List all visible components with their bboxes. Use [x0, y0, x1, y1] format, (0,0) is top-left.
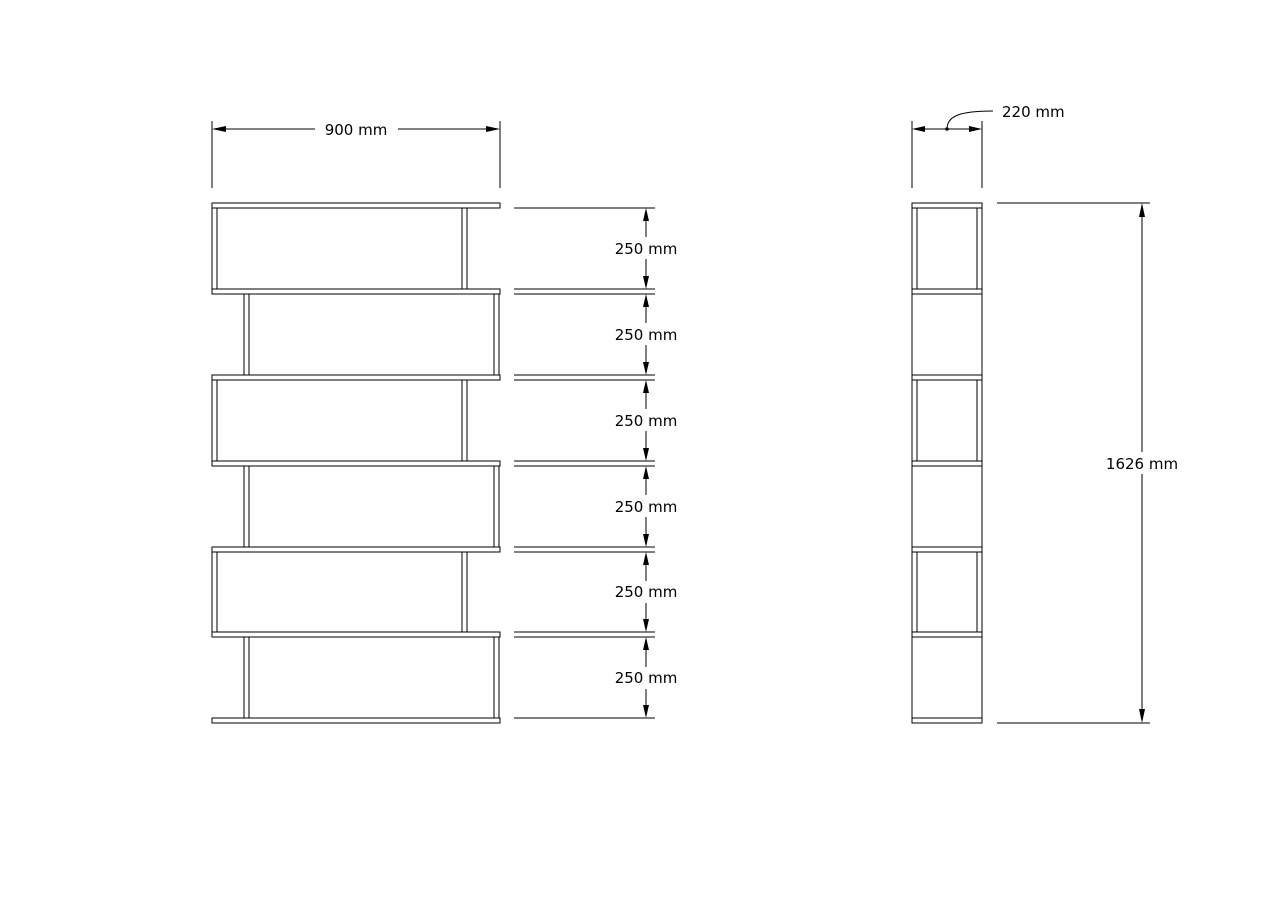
arrow-head	[643, 705, 649, 718]
arrow-head	[643, 534, 649, 547]
side-panel	[911, 379, 918, 462]
depth-leader-line	[946, 110, 994, 130]
side-shelf-board	[911, 631, 983, 638]
arrow-head	[1139, 709, 1145, 723]
spacing-label: 250 mm	[615, 498, 678, 516]
vertical-panel	[211, 207, 218, 290]
vertical-panel	[461, 207, 468, 290]
arrow-head	[643, 637, 649, 650]
depth-dimension: 220 mm	[911, 103, 1065, 188]
vertical-panel	[493, 465, 500, 548]
arrow-head	[643, 380, 649, 393]
side-panel	[911, 207, 918, 290]
arrow-head	[643, 294, 649, 307]
shelf-boards	[211, 202, 501, 724]
spacing-label: 250 mm	[615, 583, 678, 601]
arrow-head	[643, 552, 649, 565]
arrow-head	[1139, 203, 1145, 217]
side-panels	[911, 207, 983, 718]
spacing-label: 250 mm	[615, 669, 678, 687]
front-view: 900 mm	[211, 121, 678, 724]
side-panel	[976, 551, 983, 633]
arrow-head	[912, 126, 925, 132]
arrow-head	[643, 276, 649, 289]
shelf-board	[211, 374, 501, 381]
arrow-head	[643, 208, 649, 221]
arrow-head	[486, 126, 500, 132]
vertical-panel	[461, 379, 468, 462]
shelf-board	[211, 631, 501, 638]
side-shelf-board	[911, 546, 983, 553]
side-shelf-board	[911, 717, 983, 724]
side-shelf-board	[911, 202, 983, 209]
side-panel	[976, 379, 983, 462]
side-panel	[976, 207, 983, 290]
vertical-panel	[243, 293, 250, 376]
arrow-head	[643, 619, 649, 632]
vertical-panel	[243, 465, 250, 548]
side-panel	[911, 551, 918, 633]
side-shelf-board	[911, 374, 983, 381]
side-shelf-board	[911, 288, 983, 295]
height-label: 1626 mm	[1106, 455, 1178, 473]
vertical-panel	[493, 293, 500, 376]
shelf-board	[211, 717, 501, 724]
vertical-panel	[211, 379, 218, 462]
width-dimension: 900 mm	[211, 121, 501, 188]
vertical-panels	[211, 207, 500, 719]
shelf-board	[211, 288, 501, 295]
arrow-head	[212, 126, 226, 132]
height-dimension: 1626 mm	[997, 202, 1178, 724]
spacing-label: 250 mm	[615, 412, 678, 430]
vertical-panel	[243, 636, 250, 719]
shelf-spacing-dimensions: 250 mm 250 mm 250 mm 250 mm 250	[514, 207, 678, 719]
vertical-panel	[461, 551, 468, 633]
side-shelf-board	[911, 460, 983, 467]
arrow-head	[643, 362, 649, 375]
depth-label: 220 mm	[1002, 103, 1065, 121]
side-view: 220 mm	[911, 103, 1178, 724]
vertical-panel	[211, 551, 218, 633]
shelf-board	[211, 546, 501, 553]
side-shelf-boards	[911, 202, 983, 724]
arrow-head	[969, 126, 982, 132]
shelf-board	[211, 202, 501, 209]
vertical-panel	[493, 636, 500, 719]
arrow-head	[643, 466, 649, 479]
shelf-board	[211, 460, 501, 467]
arrow-head	[643, 448, 649, 461]
spacing-label: 250 mm	[615, 240, 678, 258]
spacing-label: 250 mm	[615, 326, 678, 344]
width-label: 900 mm	[325, 121, 388, 139]
